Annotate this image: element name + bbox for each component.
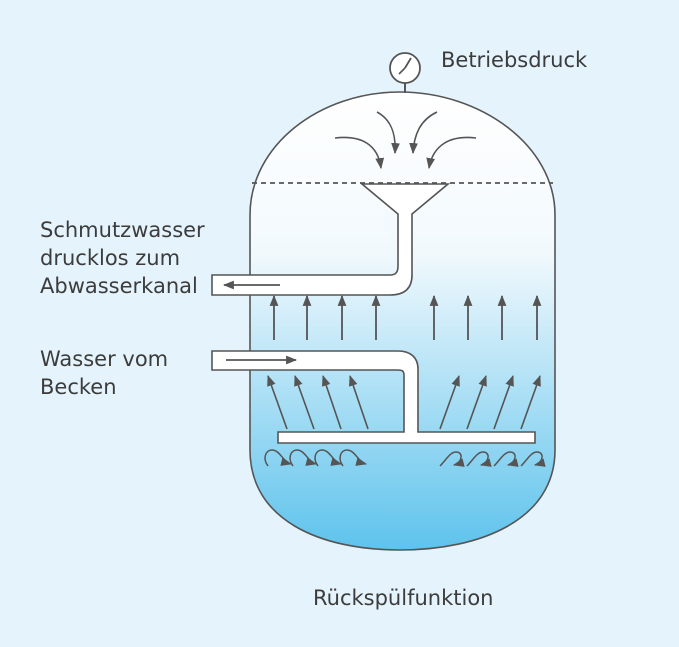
upward-flow-arrows (269, 294, 542, 340)
diagonal-flow-arrows (267, 374, 541, 430)
dirty-water-label-line3: Abwasserkanal (40, 274, 198, 298)
filter-vessel (249, 91, 556, 551)
pool-water-label-line2: Becken (40, 375, 117, 399)
inflow-curved-arrows (334, 111, 477, 170)
pressure-gauge-icon (389, 52, 421, 93)
caption: Rückspülfunktion (313, 586, 494, 610)
dirty-water-label-line1: Schmutzwasser (40, 218, 205, 242)
pressure-label: Betriebsdruck (441, 48, 588, 72)
swirl-arrow-icon (264, 449, 546, 467)
pool-water-label-line1: Wasser vom (40, 347, 169, 371)
outlet-funnel-pipe (211, 183, 451, 296)
dirty-water-label-line2: drucklos zum (40, 246, 181, 270)
